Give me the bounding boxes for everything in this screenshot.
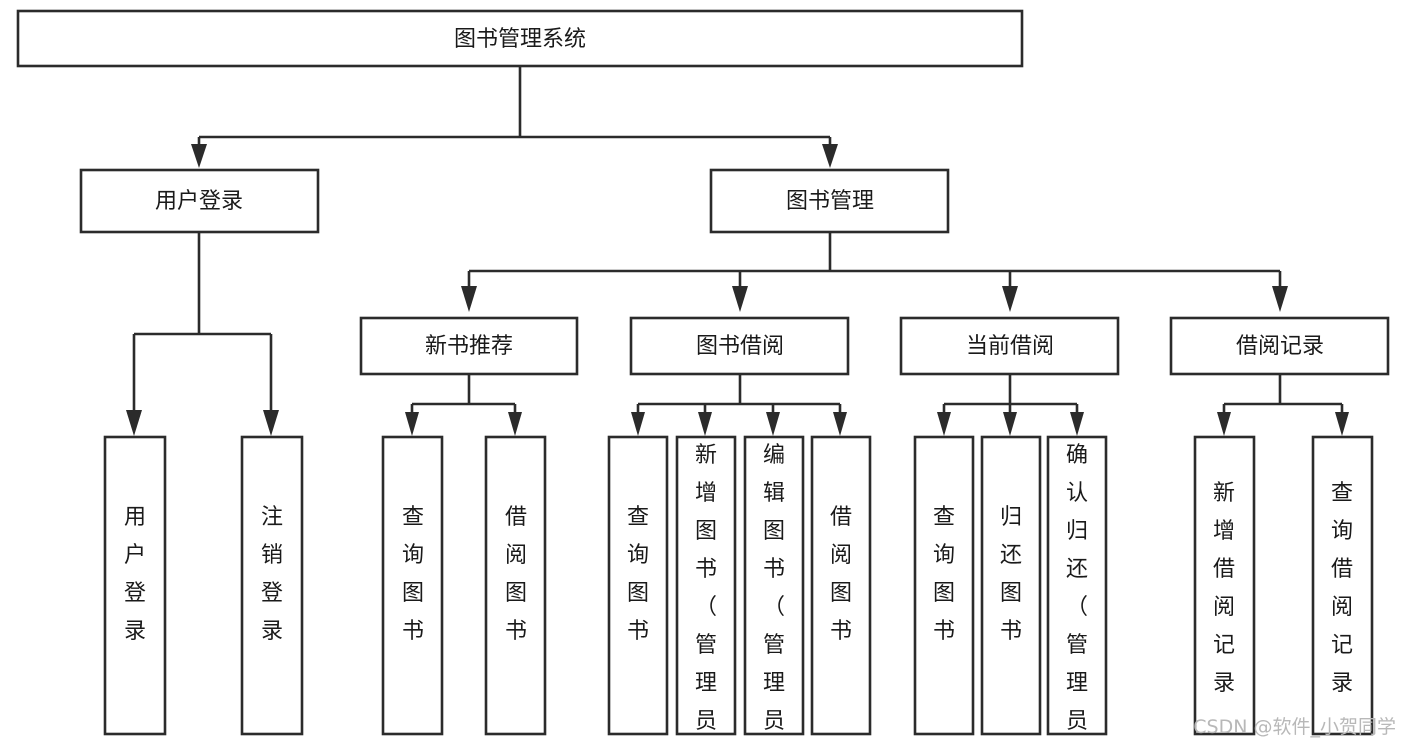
connector-group-current-borrow xyxy=(937,374,1084,436)
node-leaf-add-record-label: 新增借阅记录 xyxy=(1213,481,1235,696)
node-leaf-user-login-box[interactable] xyxy=(103,435,167,736)
node-root-label: 图书管理系统 xyxy=(454,27,586,52)
connector-group-new-book-recommend xyxy=(405,374,522,436)
node-current-borrow[interactable]: 当前借阅 xyxy=(899,316,1120,376)
node-leaf-user-login[interactable]: 用户登录 xyxy=(103,435,167,736)
arrow-head-leaf-logout-login xyxy=(263,410,279,436)
node-leaf-query-book-1-box[interactable] xyxy=(381,435,444,736)
node-new-book-recommend-label: 新书推荐 xyxy=(425,334,513,359)
node-leaf-query-record-label: 查询借阅记录 xyxy=(1331,481,1353,696)
node-leaf-add-book[interactable]: 新增图书（管理员） xyxy=(675,435,737,747)
node-leaf-query-book-2-label: 查询图书 xyxy=(627,505,649,644)
node-leaf-borrow-book-1-box[interactable] xyxy=(484,435,547,736)
arrow-head-leaf-borrow-book-2 xyxy=(833,412,847,436)
node-book-borrow-label: 图书借阅 xyxy=(696,334,784,359)
arrow-head-borrow-record xyxy=(1272,286,1288,312)
node-book-management-label: 图书管理 xyxy=(786,189,874,214)
node-user-login-box[interactable] xyxy=(79,168,320,234)
node-leaf-query-book-2-box[interactable] xyxy=(607,435,669,736)
arrow-head-leaf-query-book-3 xyxy=(937,412,951,436)
connector-group-user-login xyxy=(126,232,279,436)
node-leaf-confirm-return-label: 确认归还（管理员） xyxy=(1066,443,1088,747)
connector-group-root xyxy=(191,66,838,168)
node-book-borrow-box[interactable] xyxy=(629,316,850,376)
node-root-box[interactable] xyxy=(16,9,1024,68)
node-leaf-confirm-return[interactable]: 确认归还（管理员） xyxy=(1046,435,1108,747)
node-leaf-borrow-book-1-label: 借阅图书 xyxy=(505,505,527,644)
node-leaf-return-book[interactable]: 归还图书 xyxy=(980,435,1042,736)
node-leaf-return-book-box[interactable] xyxy=(980,435,1042,736)
node-new-book-recommend-box[interactable] xyxy=(359,316,579,376)
arrow-head-new-book-recommend xyxy=(461,286,477,312)
node-user-login-label: 用户登录 xyxy=(155,189,243,214)
node-leaf-borrow-book-2-box[interactable] xyxy=(810,435,872,736)
node-user-login[interactable]: 用户登录 xyxy=(79,168,320,234)
node-leaf-logout-login-label: 注销登录 xyxy=(261,505,283,644)
node-leaf-add-record[interactable]: 新增借阅记录 xyxy=(1193,435,1256,736)
node-leaf-return-book-label: 归还图书 xyxy=(1000,505,1022,644)
node-leaf-borrow-book-2[interactable]: 借阅图书 xyxy=(810,435,872,736)
node-leaf-borrow-book-1[interactable]: 借阅图书 xyxy=(484,435,547,736)
node-borrow-record-box[interactable] xyxy=(1169,316,1390,376)
node-leaf-query-book-1[interactable]: 查询图书 xyxy=(381,435,444,736)
node-book-management-box[interactable] xyxy=(709,168,950,234)
node-leaf-query-book-3-label: 查询图书 xyxy=(933,505,955,644)
node-current-borrow-label: 当前借阅 xyxy=(966,334,1054,359)
node-book-borrow[interactable]: 图书借阅 xyxy=(629,316,850,376)
node-leaf-query-book-3[interactable]: 查询图书 xyxy=(913,435,975,736)
node-leaf-borrow-book-2-label: 借阅图书 xyxy=(830,505,852,644)
node-leaf-query-book-3-box[interactable] xyxy=(913,435,975,736)
arrow-head-leaf-add-record xyxy=(1217,412,1231,436)
node-borrow-record[interactable]: 借阅记录 xyxy=(1169,316,1390,376)
arrow-head-leaf-borrow-book-1 xyxy=(508,412,522,436)
node-borrow-record-label: 借阅记录 xyxy=(1236,334,1324,359)
arrow-head-leaf-return-book xyxy=(1003,412,1017,436)
arrow-head-user-login xyxy=(191,144,207,168)
arrow-head-leaf-user-login xyxy=(126,410,142,436)
node-leaf-edit-book[interactable]: 编辑图书（管理员） xyxy=(743,435,805,747)
node-leaf-logout-login-box[interactable] xyxy=(240,435,304,736)
arrow-head-leaf-query-book-2 xyxy=(631,412,645,436)
node-book-management[interactable]: 图书管理 xyxy=(709,168,950,234)
node-new-book-recommend[interactable]: 新书推荐 xyxy=(359,316,579,376)
node-leaf-query-record[interactable]: 查询借阅记录 xyxy=(1311,435,1374,736)
node-root[interactable]: 图书管理系统 xyxy=(16,9,1024,68)
arrow-head-book-borrow xyxy=(732,286,748,312)
node-leaf-query-book-2[interactable]: 查询图书 xyxy=(607,435,669,736)
arrow-head-leaf-add-book xyxy=(698,412,712,436)
node-leaf-query-record-box[interactable] xyxy=(1311,435,1374,736)
arrow-head-leaf-query-book-1 xyxy=(405,412,419,436)
connector-group-book-borrow xyxy=(631,374,847,436)
node-current-borrow-box[interactable] xyxy=(899,316,1120,376)
node-leaf-add-record-box[interactable] xyxy=(1193,435,1256,736)
arrow-head-current-borrow xyxy=(1002,286,1018,312)
node-leaf-logout-login[interactable]: 注销登录 xyxy=(240,435,304,736)
arrow-head-leaf-confirm-return xyxy=(1070,412,1084,436)
arrow-head-book-management xyxy=(822,144,838,168)
arrow-head-leaf-query-record xyxy=(1335,412,1349,436)
connector-group-book-management xyxy=(461,232,1288,312)
node-leaf-edit-book-label: 编辑图书（管理员） xyxy=(763,443,785,747)
node-leaf-user-login-label: 用户登录 xyxy=(124,505,146,644)
connector-group-borrow-record xyxy=(1217,374,1349,436)
node-leaf-add-book-label: 新增图书（管理员） xyxy=(695,443,717,747)
arrow-head-leaf-edit-book xyxy=(766,412,780,436)
watermark-label: CSDN @软件_小贺同学 xyxy=(1193,716,1396,738)
node-leaf-confirm-return-box[interactable] xyxy=(1046,435,1108,736)
node-leaf-edit-book-box[interactable] xyxy=(743,435,805,736)
node-leaf-add-book-box[interactable] xyxy=(675,435,737,736)
node-leaf-query-book-1-label: 查询图书 xyxy=(402,505,424,644)
